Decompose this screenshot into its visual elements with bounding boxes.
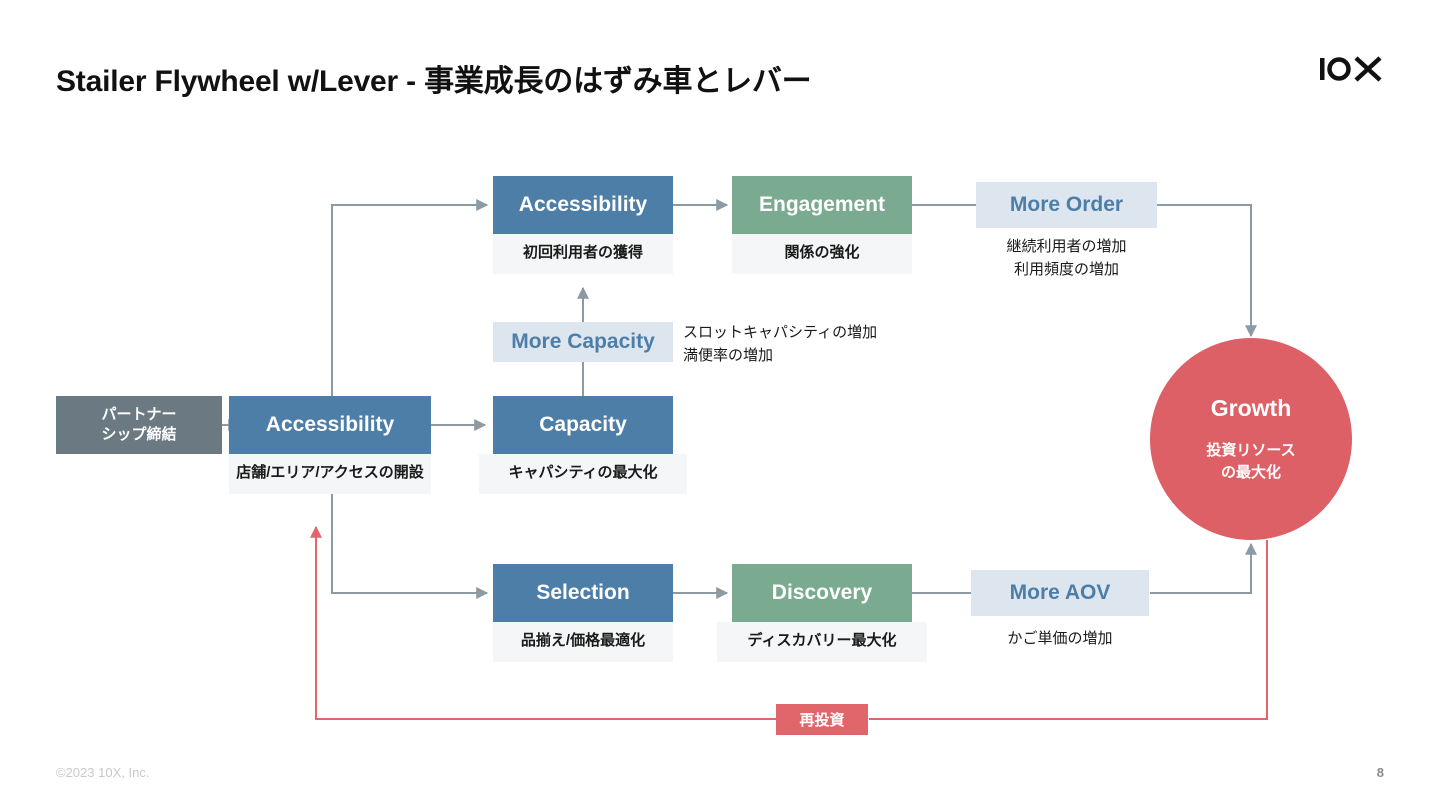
selection-caption: 品揃え/価格最適化 [493, 622, 673, 662]
engagement-box: Engagement [732, 176, 912, 234]
partnership-box: パートナー シップ締結 [56, 396, 222, 454]
more-aov-box: More AOV [971, 570, 1149, 616]
selection-box: Selection [493, 564, 673, 622]
more-capacity-caption-line2: 満便率の増加 [683, 346, 774, 364]
more-capacity-box: More Capacity [493, 322, 673, 362]
more-order-box: More Order [976, 182, 1157, 228]
more-order-caption-line2: 利用頻度の増加 [1013, 260, 1119, 278]
page-number: 8 [1376, 765, 1384, 780]
more-capacity-caption-line1: スロットキャパシティの増加 [683, 324, 878, 341]
more-aov-caption: かご単価の増加 [1007, 630, 1113, 647]
page-title: Stailer Flywheel w/Lever - 事業成長のはずみ車とレバー [56, 65, 812, 98]
partnership-label-line2: シップ締結 [101, 426, 177, 443]
capacity-box: Capacity [493, 396, 673, 454]
accessibility-left-box: Accessibility [229, 396, 431, 454]
accessibility-top-caption: 初回利用者の獲得 [493, 234, 673, 274]
accessibility-left-caption: 店舗/エリア/アクセスの開設 [229, 454, 431, 494]
10x-logo-icon [1320, 56, 1382, 82]
partnership-label-line1: パートナー [101, 405, 177, 423]
node-growth[interactable]: Growth 投資リソース の最大化 [1150, 338, 1352, 540]
more-order-caption-line1: 継続利用者の増加 [1006, 238, 1127, 255]
accessibility-top-box: Accessibility [493, 176, 673, 234]
capacity-caption: キャパシティの最大化 [479, 454, 687, 494]
more-capacity-caption: スロットキャパシティの増加 満便率の増加 [683, 322, 877, 367]
discovery-caption: ディスカバリー最大化 [717, 622, 927, 662]
copyright-text: ©2023 10X, Inc. [56, 765, 150, 780]
engagement-caption: 関係の強化 [732, 234, 912, 274]
discovery-box: Discovery [732, 564, 912, 622]
growth-caption: 投資リソース の最大化 [1206, 440, 1295, 484]
growth-caption-line2: の最大化 [1220, 463, 1281, 481]
reinvest-tag[interactable]: 再投資 [776, 704, 868, 735]
more-order-caption: 継続利用者の増加 利用頻度の増加 [976, 236, 1157, 281]
growth-caption-line1: 投資リソース [1206, 441, 1296, 459]
growth-label: Growth [1210, 394, 1292, 421]
